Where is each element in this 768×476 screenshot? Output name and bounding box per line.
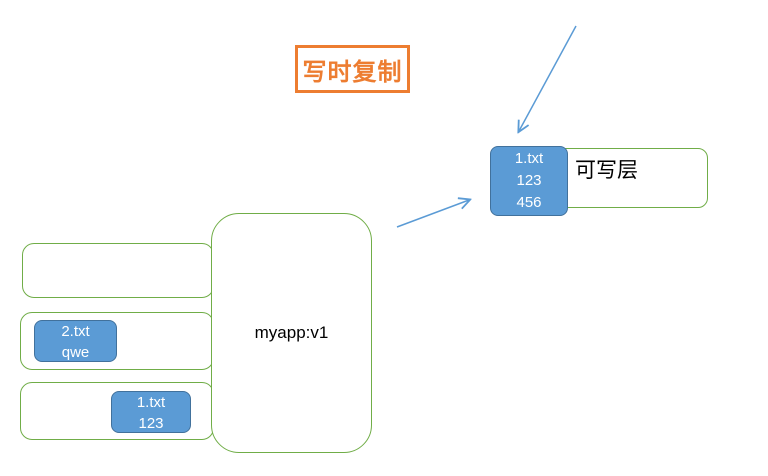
image-layer-middle: 2.txt qwe [20,312,214,370]
diagram-title-label: 写时复制 [302,58,403,86]
file-chip-1txt-copied: 1.txt 123 456 [490,146,568,216]
file-chip-2txt-content: qwe [61,344,90,361]
file-chip-1txt-copied-content-new: 456 [516,194,542,211]
image-box: myapp:v1 [211,213,372,453]
arrow-image-to-writable-layer [396,200,469,228]
writable-layer-label: 可写层 [575,159,638,182]
image-layer-bottom: 1.txt 123 [20,382,214,440]
file-chip-1txt-copied-name: 1.txt [514,150,544,167]
file-chip-1txt-original-content: 123 [138,415,164,432]
arrow-write-to-writable-layer [519,25,577,131]
image-layer-top [22,243,214,298]
file-chip-2txt: 2.txt qwe [34,320,117,362]
file-chip-2txt-name: 2.txt [61,323,90,340]
file-chip-1txt-copied-content-old: 123 [516,172,542,189]
file-chip-1txt-original: 1.txt 123 [111,391,191,433]
image-box-label: myapp:v1 [254,323,329,342]
diagram-title: 写时复制 [295,45,410,93]
file-chip-1txt-original-name: 1.txt [136,394,166,411]
